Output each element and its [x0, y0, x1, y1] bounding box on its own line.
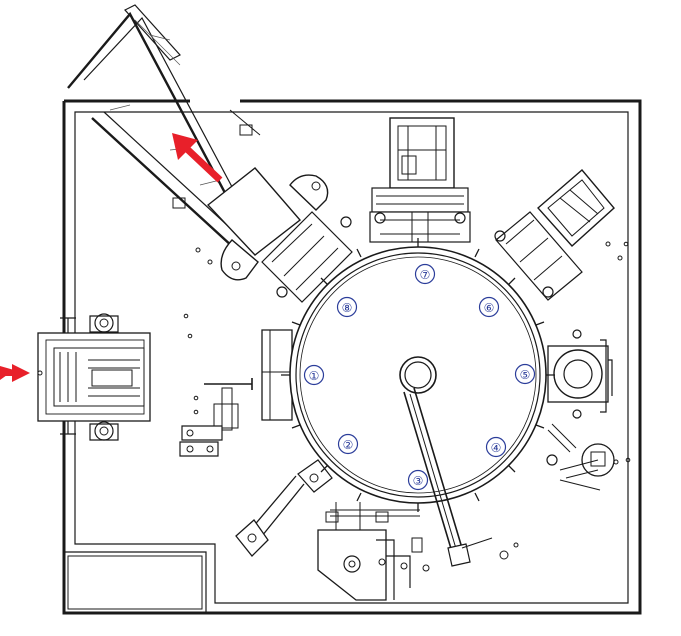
lower-right-station-unit: [546, 423, 619, 491]
station-label-5: ⑤: [514, 363, 536, 385]
flow-arrow-up: [172, 133, 223, 183]
station-label-1: ①: [303, 364, 325, 386]
conveyor-gripper: [206, 167, 329, 281]
svg-text:②: ②: [343, 438, 354, 452]
upper-right-station-unit: [494, 169, 623, 301]
station-labels: ① ② ③ ④ ⑤ ⑥ ⑦ ⑧: [303, 263, 536, 491]
corner-box: [67, 555, 203, 610]
center-tool-arm: [403, 387, 493, 567]
svg-text:⑥: ⑥: [484, 301, 495, 315]
left-station-bracket: [179, 329, 293, 457]
station-label-4: ④: [485, 436, 507, 458]
inclined-conveyor: [67, 4, 261, 259]
svg-text:⑧: ⑧: [342, 301, 353, 315]
svg-text:⑤: ⑤: [520, 368, 531, 382]
station-label-8: ⑧: [336, 296, 358, 318]
upper-left-station-unit: [195, 211, 353, 303]
svg-text:④: ④: [491, 441, 502, 455]
station-label-6: ⑥: [478, 296, 500, 318]
station-label-7: ⑦: [414, 263, 436, 285]
station-label-2: ②: [337, 433, 359, 455]
svg-text:①: ①: [309, 369, 320, 383]
right-roll-station: [547, 329, 613, 419]
svg-text:⑦: ⑦: [420, 268, 431, 282]
svg-text:③: ③: [413, 474, 424, 488]
enclosure-frame: [62, 99, 642, 615]
lower-left-arm: [235, 459, 333, 557]
mounting-holes: [183, 241, 631, 463]
bottom-station-unit: [317, 502, 519, 601]
top-station-unit: [369, 117, 471, 243]
flow-arrow-in: [0, 364, 30, 382]
station-label-3: ③: [407, 469, 429, 491]
left-infeed-station: [37, 313, 151, 441]
